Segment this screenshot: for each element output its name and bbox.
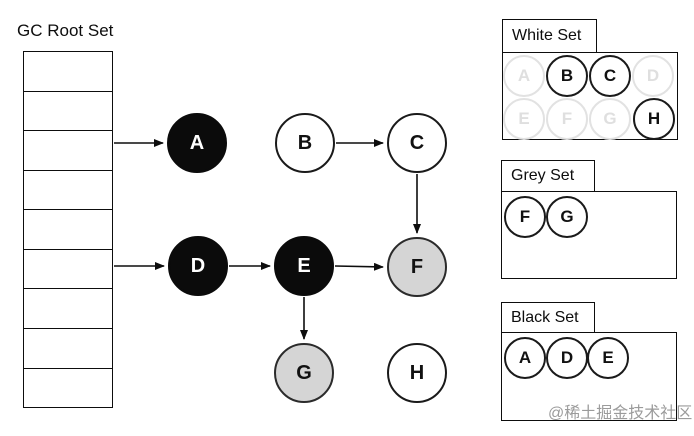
- node-E-label: E: [297, 254, 311, 277]
- black-set-member-A: A: [504, 337, 546, 379]
- member-label: E: [518, 109, 530, 128]
- member-label: D: [646, 66, 660, 85]
- node-F-label: F: [410, 255, 424, 278]
- node-H-label: H: [409, 361, 425, 384]
- grey-set-member-G: G: [546, 196, 588, 238]
- node-D: D: [168, 236, 228, 296]
- root-set-cell: [24, 131, 112, 171]
- white-set-box: A B C D E F G H: [502, 52, 678, 140]
- black-set-title: Black Set: [511, 308, 579, 326]
- white-set-member-F: F: [546, 98, 588, 140]
- black-set-member-D: D: [546, 337, 588, 379]
- member-label: G: [603, 109, 617, 128]
- root-set-cell: [24, 289, 112, 329]
- grey-set-member-F: F: [504, 196, 546, 238]
- white-set-member-E: E: [503, 98, 545, 140]
- white-set-title: White Set: [512, 27, 582, 44]
- node-C-label: C: [409, 131, 425, 154]
- white-set-member-D: D: [632, 55, 674, 97]
- node-B-label: B: [297, 131, 313, 154]
- root-set-cell: [24, 210, 112, 250]
- grey-set-box: F G: [501, 191, 677, 279]
- gc-root-set-table: [23, 51, 113, 408]
- root-set-cell: [24, 250, 112, 290]
- edge-E-to-F: [334, 262, 384, 271]
- root-set-cell: [24, 329, 112, 369]
- root-set-cell: [24, 92, 112, 132]
- member-label: G: [560, 207, 574, 226]
- member-label: A: [518, 348, 532, 367]
- member-label: F: [561, 109, 573, 128]
- node-D-label: D: [190, 254, 206, 277]
- root-set-cell: [24, 171, 112, 211]
- root-set-cell: [24, 52, 112, 92]
- white-set-tab: White Set: [502, 19, 597, 53]
- member-label: H: [647, 109, 661, 128]
- member-label: A: [517, 66, 531, 85]
- grey-set-title: Grey Set: [511, 167, 575, 184]
- node-C: C: [387, 113, 447, 173]
- node-A-label: A: [189, 131, 205, 154]
- white-set-member-A: A: [503, 55, 545, 97]
- member-label: E: [602, 348, 614, 367]
- black-set-tab: Black Set: [501, 302, 595, 333]
- white-set-member-H: H: [633, 98, 675, 140]
- watermark-text: @稀土掘金技术社区: [548, 405, 693, 422]
- root-set-cell: [24, 369, 112, 408]
- gc-root-set-label: GC Root Set: [17, 21, 114, 40]
- node-H: H: [387, 343, 447, 403]
- grey-set-tab: Grey Set: [501, 160, 595, 192]
- white-set-member-B: B: [546, 55, 588, 97]
- node-G-label: G: [296, 361, 312, 384]
- white-set-member-G: G: [589, 98, 631, 140]
- black-set-member-E: E: [587, 337, 629, 379]
- node-F: F: [387, 237, 447, 297]
- node-G: G: [274, 343, 334, 403]
- white-set-member-C: C: [589, 55, 631, 97]
- node-A: A: [167, 113, 227, 173]
- member-label: C: [603, 66, 617, 85]
- member-label: D: [560, 348, 574, 367]
- node-B: B: [275, 113, 335, 173]
- black-set-box: A D E: [501, 332, 677, 421]
- member-label: F: [519, 207, 531, 226]
- node-E: E: [274, 236, 334, 296]
- member-label: B: [560, 66, 574, 85]
